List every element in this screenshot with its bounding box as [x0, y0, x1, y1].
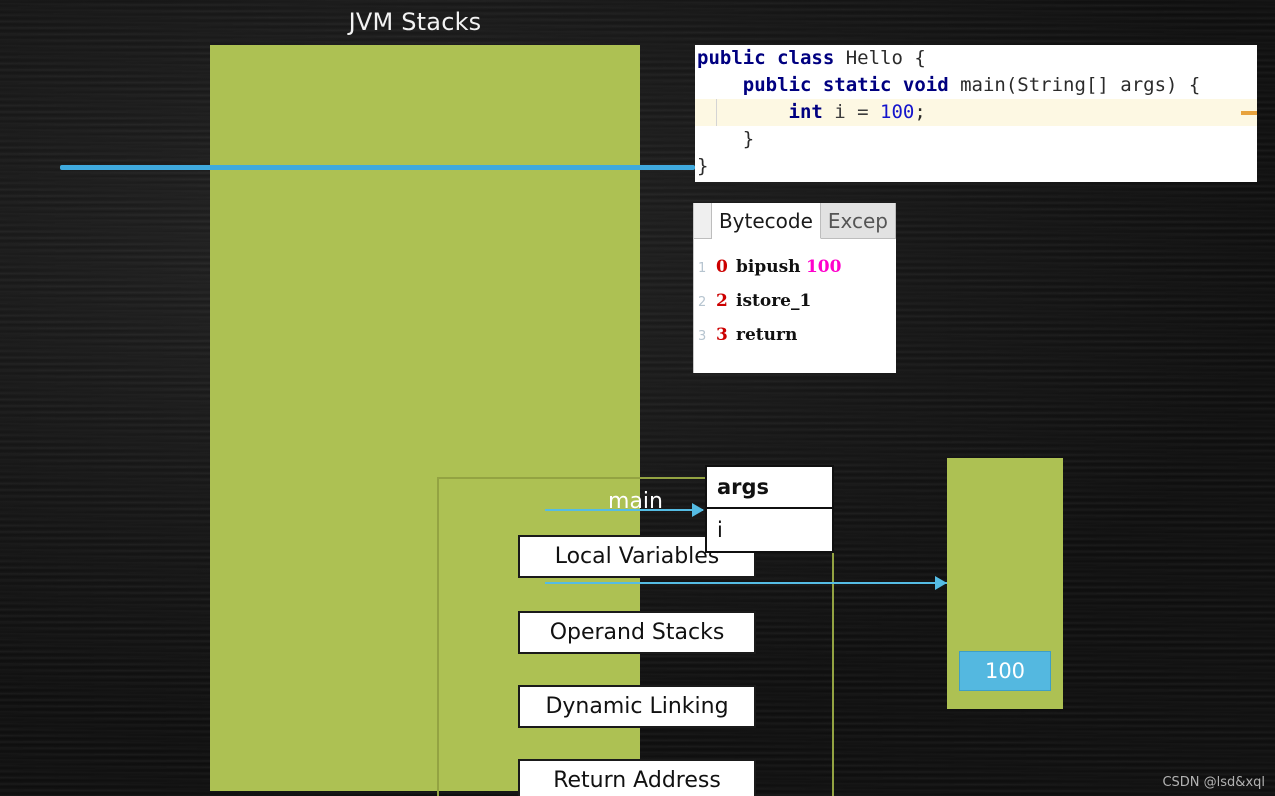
watermark: CSDN @lsd&xql — [1162, 775, 1265, 790]
frame-part-label: Return Address — [553, 768, 721, 793]
code-token — [697, 101, 789, 123]
bytecode-instruction: return — [736, 325, 798, 345]
code-token: Hello { — [845, 47, 926, 69]
stack-frame-main: main Local Variables Operand Stacks Dyna… — [437, 477, 834, 796]
frame-part-label: Operand Stacks — [549, 620, 725, 645]
line-marker-icon — [1241, 111, 1257, 115]
code-token: } — [697, 155, 709, 177]
code-line: public static void main(String[] args) { — [695, 72, 1257, 99]
bytecode-offset: 3 — [716, 325, 728, 345]
jvm-stacks-box: main Local Variables Operand Stacks Dyna… — [210, 45, 834, 796]
code-line: } — [695, 153, 1257, 180]
bytecode-line-number: 2 — [698, 295, 707, 310]
code-token: int — [788, 101, 835, 123]
code-line: public class Hello { — [695, 45, 1257, 72]
bytecode-tab-blank[interactable] — [694, 203, 712, 238]
bytecode-tab-bytecode[interactable]: Bytecode — [711, 203, 821, 239]
bytecode-offset: 2 — [716, 291, 728, 311]
bytecode-line-number: 3 — [698, 329, 707, 344]
bytecode-instruction: istore_1 — [736, 291, 812, 311]
bytecode-line-number: 1 — [698, 261, 707, 276]
frame-part-operand-stacks[interactable]: Operand Stacks — [518, 611, 756, 654]
bytecode-instruction: bipush — [736, 257, 801, 277]
frame-part-dynamic-linking[interactable]: Dynamic Linking — [518, 685, 756, 728]
indent-guide — [716, 99, 717, 126]
bytecode-offset: 0 — [716, 257, 728, 277]
operand-stack-value: 100 — [959, 651, 1051, 691]
local-var-slot-args: args — [707, 467, 832, 509]
code-token — [697, 74, 743, 96]
code-token: public static void — [742, 74, 961, 96]
arrow-head-icon — [935, 576, 947, 590]
arrow-head-icon — [692, 503, 704, 517]
code-line: int i = 100; — [695, 99, 1257, 126]
code-token: public class — [697, 47, 846, 69]
java-source-code-panel: public class Hello { public static void … — [695, 45, 1257, 182]
code-line: } — [695, 126, 1257, 153]
connector-operand-stacks-to-stack — [545, 582, 947, 584]
code-token: 100 — [880, 101, 915, 123]
code-token: } — [697, 128, 755, 150]
bytecode-argument: 100 — [805, 257, 842, 277]
connector-stack-to-code — [60, 165, 695, 170]
code-token: main(String[] args) { — [960, 74, 1201, 96]
local-var-slot-i: i — [717, 518, 723, 542]
code-token: ; — [914, 101, 926, 123]
frame-part-label: Local Variables — [554, 544, 720, 569]
operand-stack-box: 100 — [947, 458, 1063, 709]
frame-part-return-address[interactable]: Return Address — [518, 759, 756, 796]
page-title: JVM Stacks — [348, 8, 482, 36]
frame-part-label: Dynamic Linking — [545, 694, 729, 719]
connector-local-variables-to-table — [545, 509, 703, 511]
bytecode-tab-excep[interactable]: Excep — [820, 203, 896, 238]
local-variable-table: args i — [705, 465, 834, 553]
code-token: i = — [834, 101, 881, 123]
